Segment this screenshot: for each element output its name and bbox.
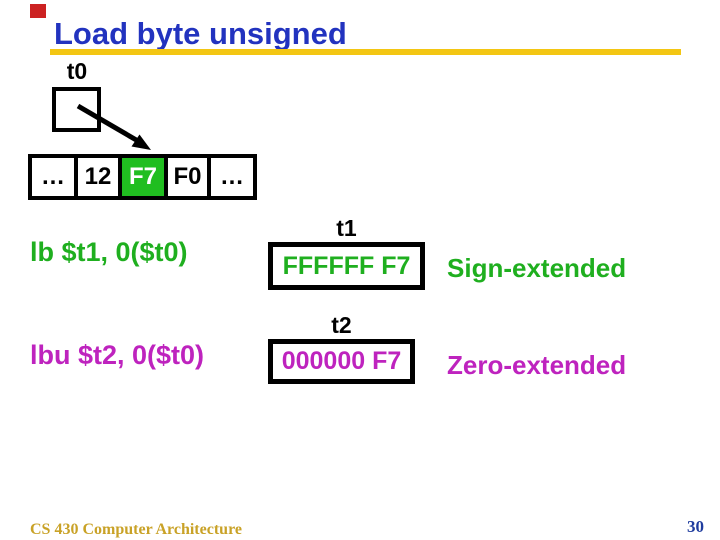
register-t1-label: t1 — [336, 215, 357, 241]
instruction-lb: lb $t1, 0($t0) — [30, 237, 188, 267]
memory-cell: … — [207, 154, 257, 200]
slide-title: Load byte unsigned — [54, 16, 347, 51]
title-underline — [50, 49, 681, 55]
register-t2-label: t2 — [331, 312, 352, 338]
register-t0-box — [52, 87, 101, 132]
sign-extended-note: Sign-extended — [447, 253, 627, 283]
register-t1-value-box: FFFFFF F7 — [268, 242, 425, 290]
memory-cell: … — [28, 154, 78, 200]
footer-course-name: CS 430 Computer Architecture — [30, 521, 242, 538]
memory-cell-highlighted: F7 — [118, 154, 168, 200]
memory-cell: F0 — [164, 154, 211, 200]
zero-extended-note: Zero-extended — [447, 350, 627, 380]
page-number: 30 — [687, 517, 704, 536]
register-t0-label: t0 — [66, 58, 88, 84]
memory-array: … 12 F7 F0 … — [28, 154, 257, 200]
memory-cell: 12 — [74, 154, 122, 200]
register-t2-value-box: 000000 F7 — [268, 339, 415, 384]
red-corner-square — [30, 4, 46, 18]
pointer-arrow-icon — [76, 103, 151, 150]
instruction-lbu: lbu $t2, 0($t0) — [30, 340, 205, 370]
